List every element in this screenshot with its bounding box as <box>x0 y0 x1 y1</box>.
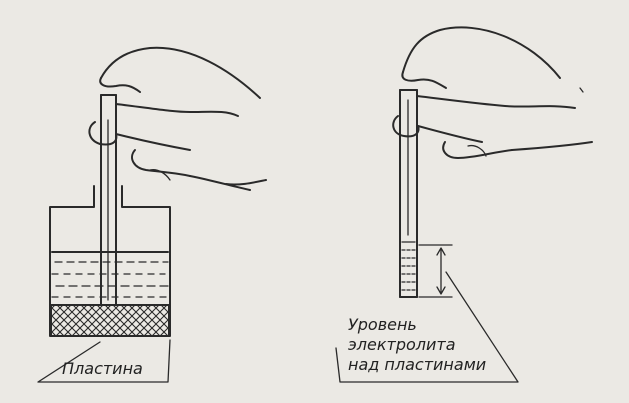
hand-left <box>88 46 267 191</box>
plate <box>50 304 170 337</box>
level-label-line-1: Уровень <box>348 315 417 334</box>
left-figure: Пластина <box>37 46 267 383</box>
electrolyte-liquid <box>51 251 169 298</box>
plate-callout <box>37 339 171 383</box>
level-callout <box>335 271 519 383</box>
hand-right <box>392 26 593 159</box>
right-figure: Уровень электролита над пластинами <box>335 26 593 383</box>
level-dimension <box>418 244 453 298</box>
level-label-line-3: над пластинами <box>348 355 486 374</box>
electrolyte-column <box>401 241 416 291</box>
glass-tube-left <box>100 94 117 306</box>
plate-label: Пластина <box>62 359 143 378</box>
glass-tube-right <box>399 89 418 298</box>
level-label: Уровень электролита над пластинами <box>348 315 486 374</box>
level-label-line-2: электролита <box>348 335 456 354</box>
